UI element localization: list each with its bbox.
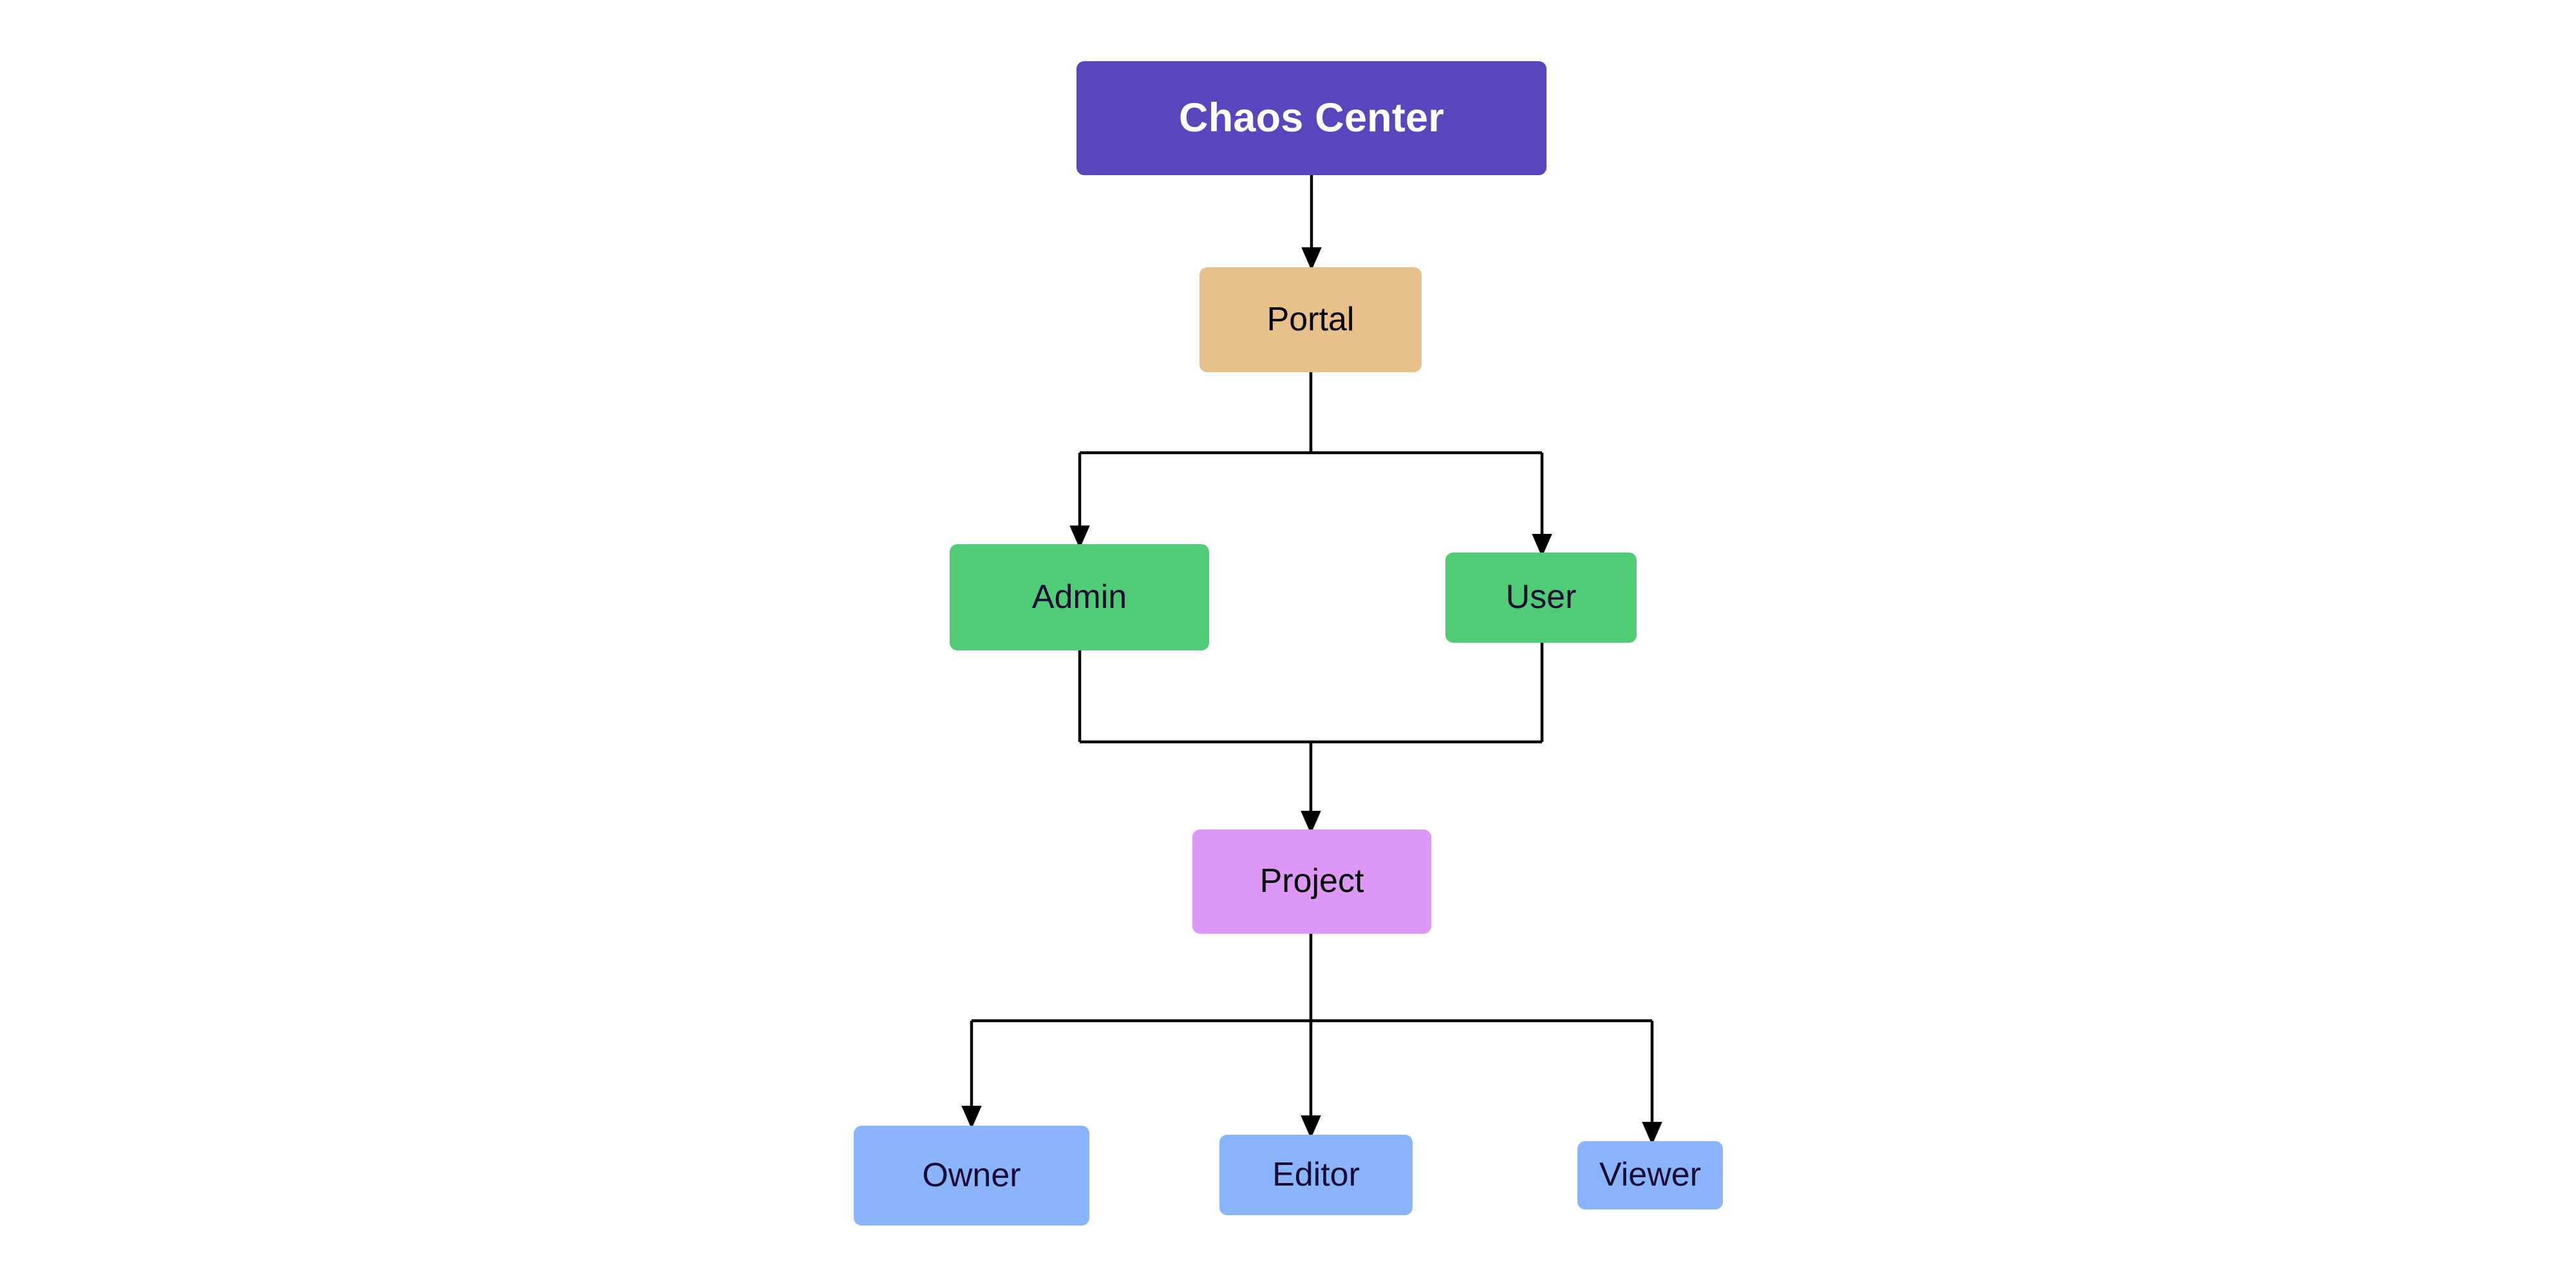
node-project[interactable]: Project (1192, 829, 1431, 934)
node-label-portal: Portal (1266, 300, 1355, 338)
node-user[interactable]: User (1445, 553, 1637, 643)
node-editor[interactable]: Editor (1219, 1135, 1413, 1215)
node-label-editor: Editor (1272, 1155, 1360, 1193)
node-label-chaos-center: Chaos Center (1179, 95, 1444, 140)
node-label-project: Project (1259, 862, 1364, 900)
node-admin[interactable]: Admin (950, 544, 1209, 650)
node-portal[interactable]: Portal (1199, 267, 1422, 372)
node-label-user: User (1505, 578, 1577, 616)
node-label-admin: Admin (1031, 578, 1127, 616)
node-label-viewer: Viewer (1599, 1156, 1701, 1194)
node-owner[interactable]: Owner (854, 1126, 1089, 1226)
node-label-owner: Owner (922, 1156, 1021, 1194)
node-viewer[interactable]: Viewer (1577, 1141, 1723, 1209)
node-chaos-center[interactable]: Chaos Center (1076, 61, 1547, 175)
